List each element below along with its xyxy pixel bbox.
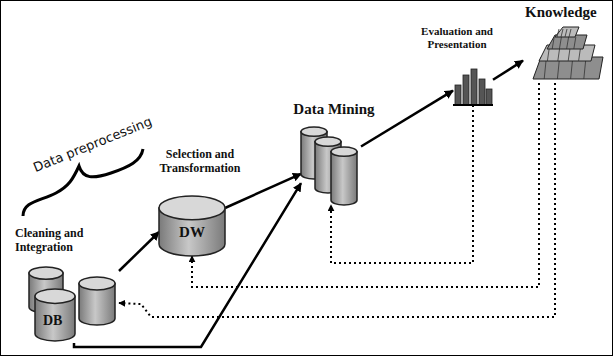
step-heading: Selection and Transformation: [145, 148, 255, 176]
block-seam: [557, 29, 559, 37]
step-heading: Knowledge: [525, 4, 607, 21]
cylinder-top: [35, 289, 75, 303]
block-seam: [584, 59, 586, 79]
node-shape: [523, 27, 603, 83]
cylinder-top: [29, 267, 63, 279]
node-shape: [453, 69, 493, 105]
block-seam: [544, 59, 546, 79]
feedback-arrow: [331, 105, 473, 263]
block-seam: [552, 37, 554, 49]
cylinder-body: [331, 152, 357, 205]
flow-arrow: [119, 232, 159, 271]
knowledge-block: [555, 27, 579, 37]
block-seam: [569, 29, 571, 37]
block-seam: [571, 59, 573, 79]
node-shape: [301, 127, 361, 205]
chart-bar: [471, 69, 477, 105]
block-seam: [559, 37, 561, 49]
block-seam: [574, 37, 576, 49]
cylinder-top: [159, 196, 225, 220]
step-heading: Data Mining: [279, 101, 389, 118]
block-seam: [565, 29, 567, 37]
step-heading: Cleaning and Integration: [15, 227, 115, 255]
database-icon: Cleaning and IntegrationDB: [29, 263, 119, 343]
flow-arrow: [74, 183, 301, 347]
step-heading: Evaluation and Presentation: [405, 25, 509, 50]
flow-arrow: [361, 91, 453, 147]
chart-bar: [463, 75, 469, 105]
chart-bar: [479, 79, 485, 105]
block-seam: [561, 29, 563, 37]
feedback-arrow: [192, 83, 539, 287]
node-shape: [29, 263, 119, 343]
store-label: DW: [159, 224, 225, 241]
cylinder-top: [315, 137, 341, 146]
chart-icon: Evaluation and Presentation: [453, 69, 493, 105]
feedback-arrow: [119, 83, 555, 317]
chart-bar: [455, 85, 461, 105]
database-icon: Selection and TransformationDW: [159, 196, 225, 256]
flow-arrow: [493, 61, 523, 80]
cylinder-top: [331, 147, 357, 156]
block-seam: [557, 59, 559, 79]
chart-axis: [453, 104, 493, 106]
store-label: DB: [43, 313, 73, 329]
cylinder-top: [301, 127, 327, 136]
database-icon: Data Mining: [301, 127, 361, 205]
cylinder-top: [79, 277, 115, 290]
knowledge-icon: Knowledge: [523, 27, 603, 83]
block-seam: [567, 37, 569, 49]
group-label: Data preprocessing: [31, 114, 154, 175]
chart-bar: [486, 89, 492, 105]
